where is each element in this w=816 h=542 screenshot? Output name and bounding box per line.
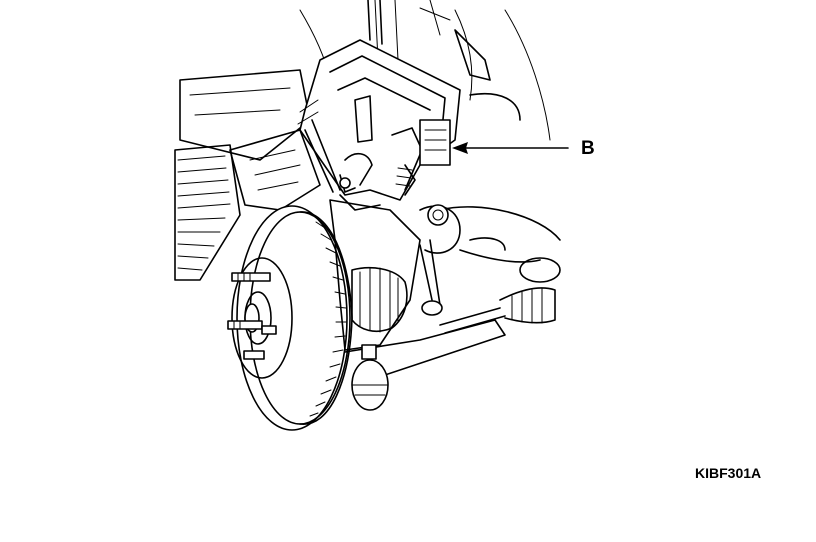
steering-knuckle [329,199,461,351]
figure-id: KIBF301A [695,465,761,481]
lower-control-arm [344,300,506,411]
callout-arrowhead [452,142,468,154]
wheel-studs [227,272,277,360]
callout-label: B [581,138,595,159]
tie-rod [439,237,561,334]
vehicle-body-background [174,0,561,281]
callout-b: B [452,138,595,159]
caliper-bracket [297,0,461,211]
brake-rotor [231,205,353,431]
